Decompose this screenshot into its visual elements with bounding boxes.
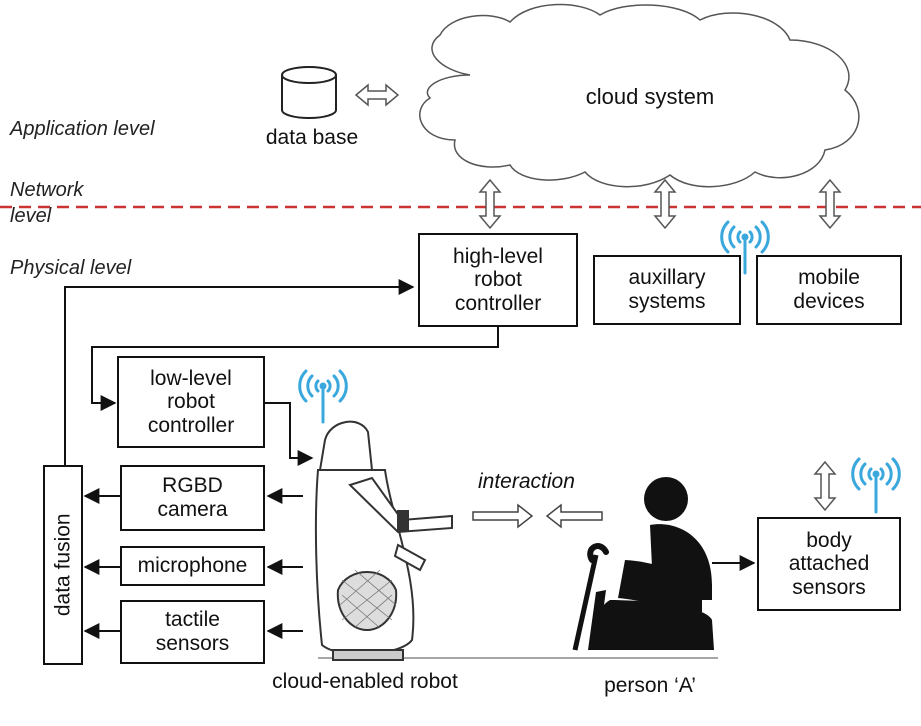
robot-figure-icon: [314, 420, 453, 661]
high-level-controller-label: high-level robot controller: [453, 244, 543, 315]
person-label: person ‘A’: [604, 674, 696, 697]
body-sensors-label: body attached sensors: [788, 528, 870, 599]
robot-label: cloud-enabled robot: [272, 670, 458, 693]
interaction-arrows: [472, 503, 603, 529]
data-fusion-label: data fusion: [51, 513, 75, 617]
rgbd-camera-box: RGBD camera: [120, 465, 265, 531]
body-sensors-box: body attached sensors: [757, 517, 901, 611]
seated-person-icon: [572, 477, 714, 651]
connectors: [64, 279, 756, 659]
level-label-network: Network level: [10, 179, 84, 227]
robot-mesh-pattern: [339, 569, 397, 629]
high-level-controller-box: high-level robot controller: [418, 233, 578, 327]
database-label: data base: [265, 126, 359, 149]
cloud-shape-icon: [419, 3, 860, 188]
wireless-signal-icon: [298, 220, 901, 514]
data-fusion-box: data fusion: [43, 465, 83, 665]
db-cloud-arrow: [354, 83, 400, 107]
level-label-physical: Physical level: [10, 257, 132, 279]
tactile-sensors-box: tactile sensors: [120, 600, 265, 664]
auxiliary-systems-label: auxillary systems: [628, 266, 706, 313]
microphone-box: microphone: [120, 546, 265, 586]
cloud-label: cloud system: [585, 84, 715, 109]
vertical-double-arrows: [478, 178, 842, 512]
rgbd-camera-label: RGBD camera: [157, 474, 228, 521]
auxiliary-systems-box: auxillary systems: [593, 255, 741, 325]
microphone-label: microphone: [137, 554, 248, 578]
interaction-label: interaction: [478, 470, 575, 493]
tactile-sensors-label: tactile sensors: [155, 608, 230, 655]
database-cylinder-icon: [281, 66, 337, 119]
level-label-application: Application level: [10, 118, 155, 140]
low-level-controller-box: low-level robot controller: [117, 356, 265, 448]
mobile-devices-box: mobile devices: [756, 255, 902, 325]
mobile-devices-label: mobile devices: [793, 266, 865, 313]
low-level-controller-label: low-level robot controller: [147, 366, 235, 437]
